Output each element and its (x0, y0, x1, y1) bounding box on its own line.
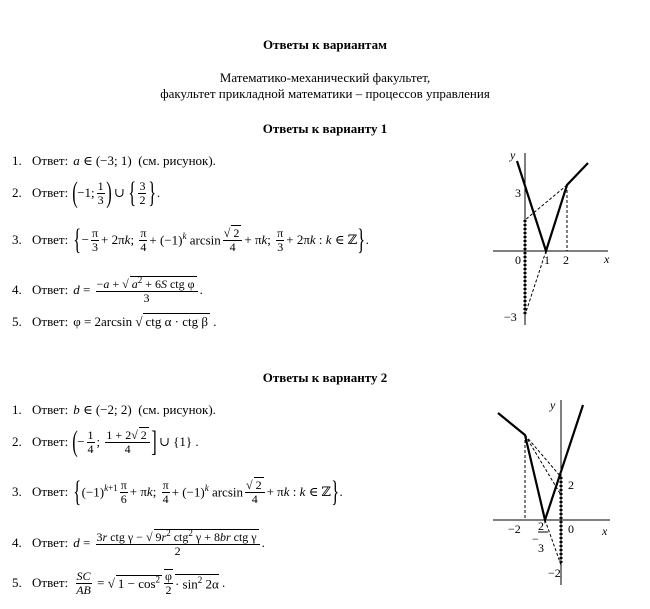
variant2-title: Ответы к варианту 2 (262, 370, 388, 385)
svg-text:−: − (532, 532, 539, 546)
graph1-tick-m3: −3 (504, 310, 517, 324)
graph1-tick-3: 3 (515, 186, 521, 200)
graph2-tick-frac-num: 2 (538, 519, 544, 533)
v2-answer-1: 1.Ответ: b ∈ (−2; 2) (см. рисунок). (12, 402, 216, 417)
graph2-axis-y: y (549, 398, 556, 412)
graph2-tick-0: 0 (568, 522, 574, 536)
v1-answer-5: 5.Ответ: φ = 2arcsin √ctg α · ctg β . (12, 313, 217, 329)
graph1-axis-y: y (509, 148, 516, 162)
graph1-tick-1: 1 (544, 253, 550, 267)
variant1-title: Ответы к варианту 1 (262, 121, 388, 136)
v2-answer-4: 4.Ответ: d = 3r ctg γ − √9r2 ctg2 γ + 8b… (12, 528, 265, 558)
graph2-tick-2: 2 (568, 478, 574, 492)
page-title: Ответы к вариантам (263, 37, 387, 52)
graph2-tick-m2: −2 (508, 522, 521, 536)
graph1-tick-0: 0 (515, 253, 521, 267)
graph1-axis-x: x (603, 252, 610, 266)
graph2-tick-m2y: −2 (548, 566, 561, 580)
graph-1: y x 3 0 1 2 −3 (493, 148, 610, 325)
faculty-line-2: факультет прикладной математики – процес… (160, 86, 490, 101)
v1-answer-1: 1.Ответ: a ∈ (−3; 1) (см. рисунок). (12, 153, 216, 168)
faculty-line-1: Математико-механический факультет, (219, 70, 431, 85)
graph1-tick-2: 2 (563, 253, 569, 267)
graph2-axis-x: x (601, 524, 608, 538)
graph2-tick-frac-den: 3 (538, 541, 544, 555)
graph-2: y x −2 2 3 − 0 2 −2 (493, 398, 610, 585)
